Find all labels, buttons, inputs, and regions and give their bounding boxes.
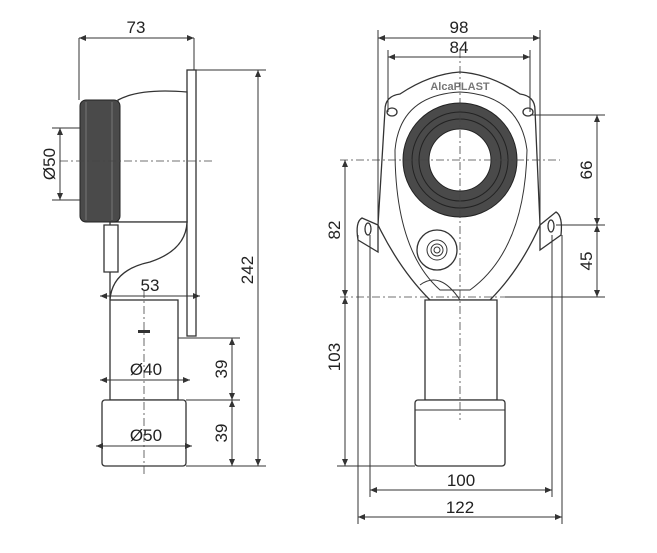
dim-53: 53 [141, 276, 160, 295]
dim-122: 122 [446, 498, 474, 517]
dim-inlet-diameter: Ø50 [40, 148, 59, 180]
dim-outlet-diameter: Ø50 [130, 426, 162, 445]
outlet-cup [414, 399, 506, 467]
dim-98: 98 [450, 18, 469, 37]
cleaning-plug [103, 224, 119, 273]
dim-84: 84 [450, 38, 469, 57]
dim-103: 103 [325, 343, 344, 371]
front-view: AlcaPLAST 98 84 66 45 [325, 18, 605, 524]
dim-pipe-diameter: Ø40 [130, 360, 162, 379]
siphon-body [117, 90, 188, 223]
dim-39-lower: 39 [212, 424, 231, 443]
outlet-pipe [424, 299, 498, 401]
dim-73: 73 [127, 18, 146, 37]
dim-100: 100 [447, 471, 475, 490]
dim-66: 66 [577, 161, 596, 180]
side-view: 73 Ø50 53 242 Ø40 Ø50 39 39 [40, 18, 266, 475]
dim-39-upper: 39 [212, 360, 231, 379]
elbow [109, 221, 188, 301]
dim-242: 242 [238, 256, 257, 284]
dim-82: 82 [325, 221, 344, 240]
cleaning-knob [416, 229, 458, 271]
dim-45: 45 [577, 252, 596, 271]
